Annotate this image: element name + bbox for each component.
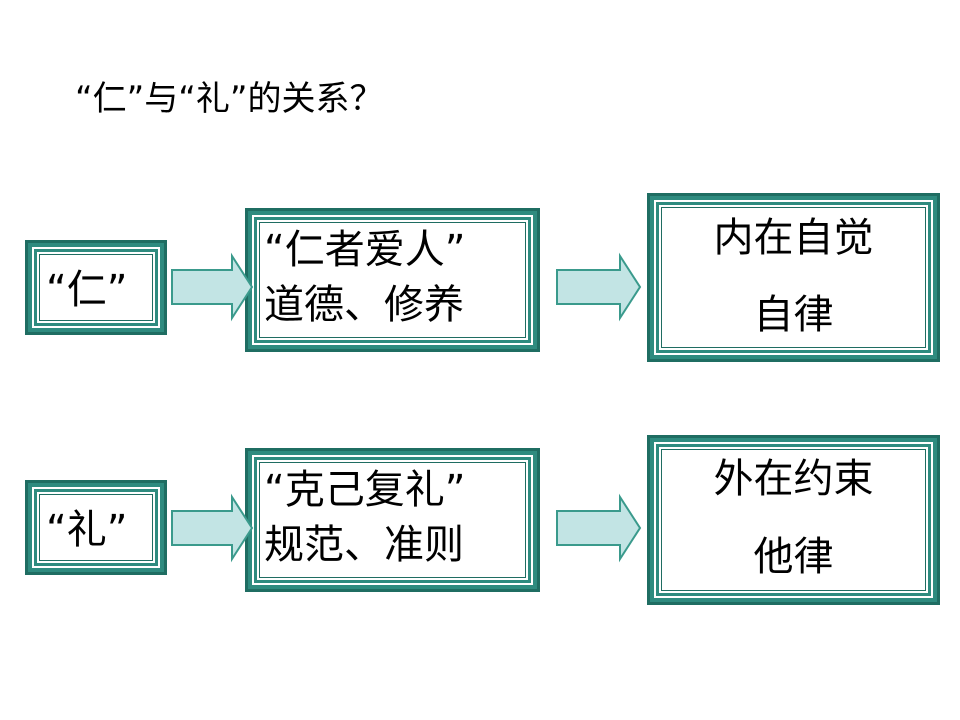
result-line-2: 自律 [753,292,834,338]
meaning-line-2: 道德、修养 [264,282,464,328]
result-box-li: 外在约束 他律 [647,435,940,605]
meaning-box-ren: “仁者爱人” 道德、修养 [245,208,540,352]
result-line-1: 内在自觉 [713,215,874,261]
result-line-1: 外在约束 [713,456,874,502]
meaning-line-1: “仁者爱人” [264,227,466,273]
meaning-line-2: 规范、准则 [264,522,464,568]
slide-title: “仁”与“礼”的关系？ [75,79,384,119]
concept-label: “仁” [46,267,128,313]
arrow-li-meaning-to-result [556,493,642,563]
result-box-ren: 内在自觉 自律 [647,193,940,362]
concept-label: “礼” [46,507,128,553]
meaning-line-1: “克己复礼” [264,467,466,513]
arrow-ren-concept-to-meaning [171,252,254,322]
arrow-ren-meaning-to-result [556,252,642,322]
arrow-li-concept-to-meaning [171,493,254,563]
concept-box-li: “礼” [25,480,167,575]
meaning-box-li: “克己复礼” 规范、准则 [245,448,540,592]
concept-box-ren: “仁” [25,240,167,335]
result-line-2: 他律 [753,534,834,580]
